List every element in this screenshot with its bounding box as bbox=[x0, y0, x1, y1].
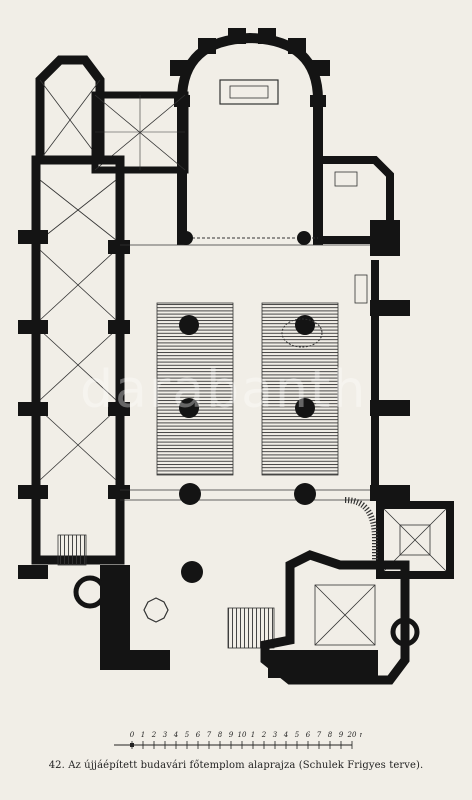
scale-tick-label: m bbox=[360, 731, 362, 739]
scale-tick-label: 5 bbox=[185, 731, 190, 739]
nave bbox=[120, 244, 370, 501]
scale-tick-label: 4 bbox=[173, 731, 178, 739]
scale-tick-label: 9 bbox=[229, 731, 234, 739]
west-front bbox=[73, 550, 420, 685]
scale-tick-label: 1 bbox=[141, 731, 145, 739]
scale-tick-label: 10 bbox=[238, 731, 247, 739]
scale-labels: 01234567891012345678920m bbox=[130, 731, 362, 739]
pulpit bbox=[281, 318, 323, 348]
pier bbox=[179, 398, 199, 418]
pier bbox=[295, 398, 315, 418]
south-aisle bbox=[318, 156, 454, 579]
pier bbox=[294, 483, 316, 505]
scale-tick-label: 1 bbox=[251, 731, 255, 739]
scale-tick-label: 2 bbox=[261, 731, 267, 739]
piers bbox=[179, 231, 323, 583]
scale-tick-label: 9 bbox=[339, 731, 344, 739]
apse bbox=[170, 28, 330, 245]
north-aisle bbox=[18, 55, 189, 579]
scale-tick-label: 3 bbox=[163, 731, 168, 739]
scale-ticks bbox=[131, 741, 353, 749]
figure-caption: 42. Az újjáépített budavári főtemplom al… bbox=[48, 760, 424, 771]
scale-tick-label: 7 bbox=[317, 731, 322, 739]
scale-tick-label: 3 bbox=[273, 731, 278, 739]
scale-tick-label: 8 bbox=[328, 731, 333, 739]
high-altar bbox=[219, 79, 279, 105]
scale-tick-label: 20 bbox=[347, 731, 357, 739]
pier bbox=[295, 315, 315, 335]
scale-tick-label: 6 bbox=[196, 731, 201, 739]
pier bbox=[179, 483, 201, 505]
scale-tick-label: 4 bbox=[283, 731, 288, 739]
scale-tick-label: 8 bbox=[218, 731, 223, 739]
scale-tick-label: 0 bbox=[130, 731, 135, 739]
font bbox=[143, 597, 169, 623]
scale-tick-label: 5 bbox=[295, 731, 300, 739]
pier bbox=[179, 315, 199, 335]
pews bbox=[156, 302, 339, 476]
scale-tick-label: 2 bbox=[151, 731, 157, 739]
scale-tick-label: 7 bbox=[207, 731, 212, 739]
pier bbox=[181, 561, 203, 583]
spiral-stair bbox=[73, 575, 107, 609]
scale-bar: 01234567891012345678920m bbox=[114, 731, 362, 749]
church-floor-plan bbox=[18, 28, 454, 685]
scale-tick-label: 6 bbox=[306, 731, 311, 739]
